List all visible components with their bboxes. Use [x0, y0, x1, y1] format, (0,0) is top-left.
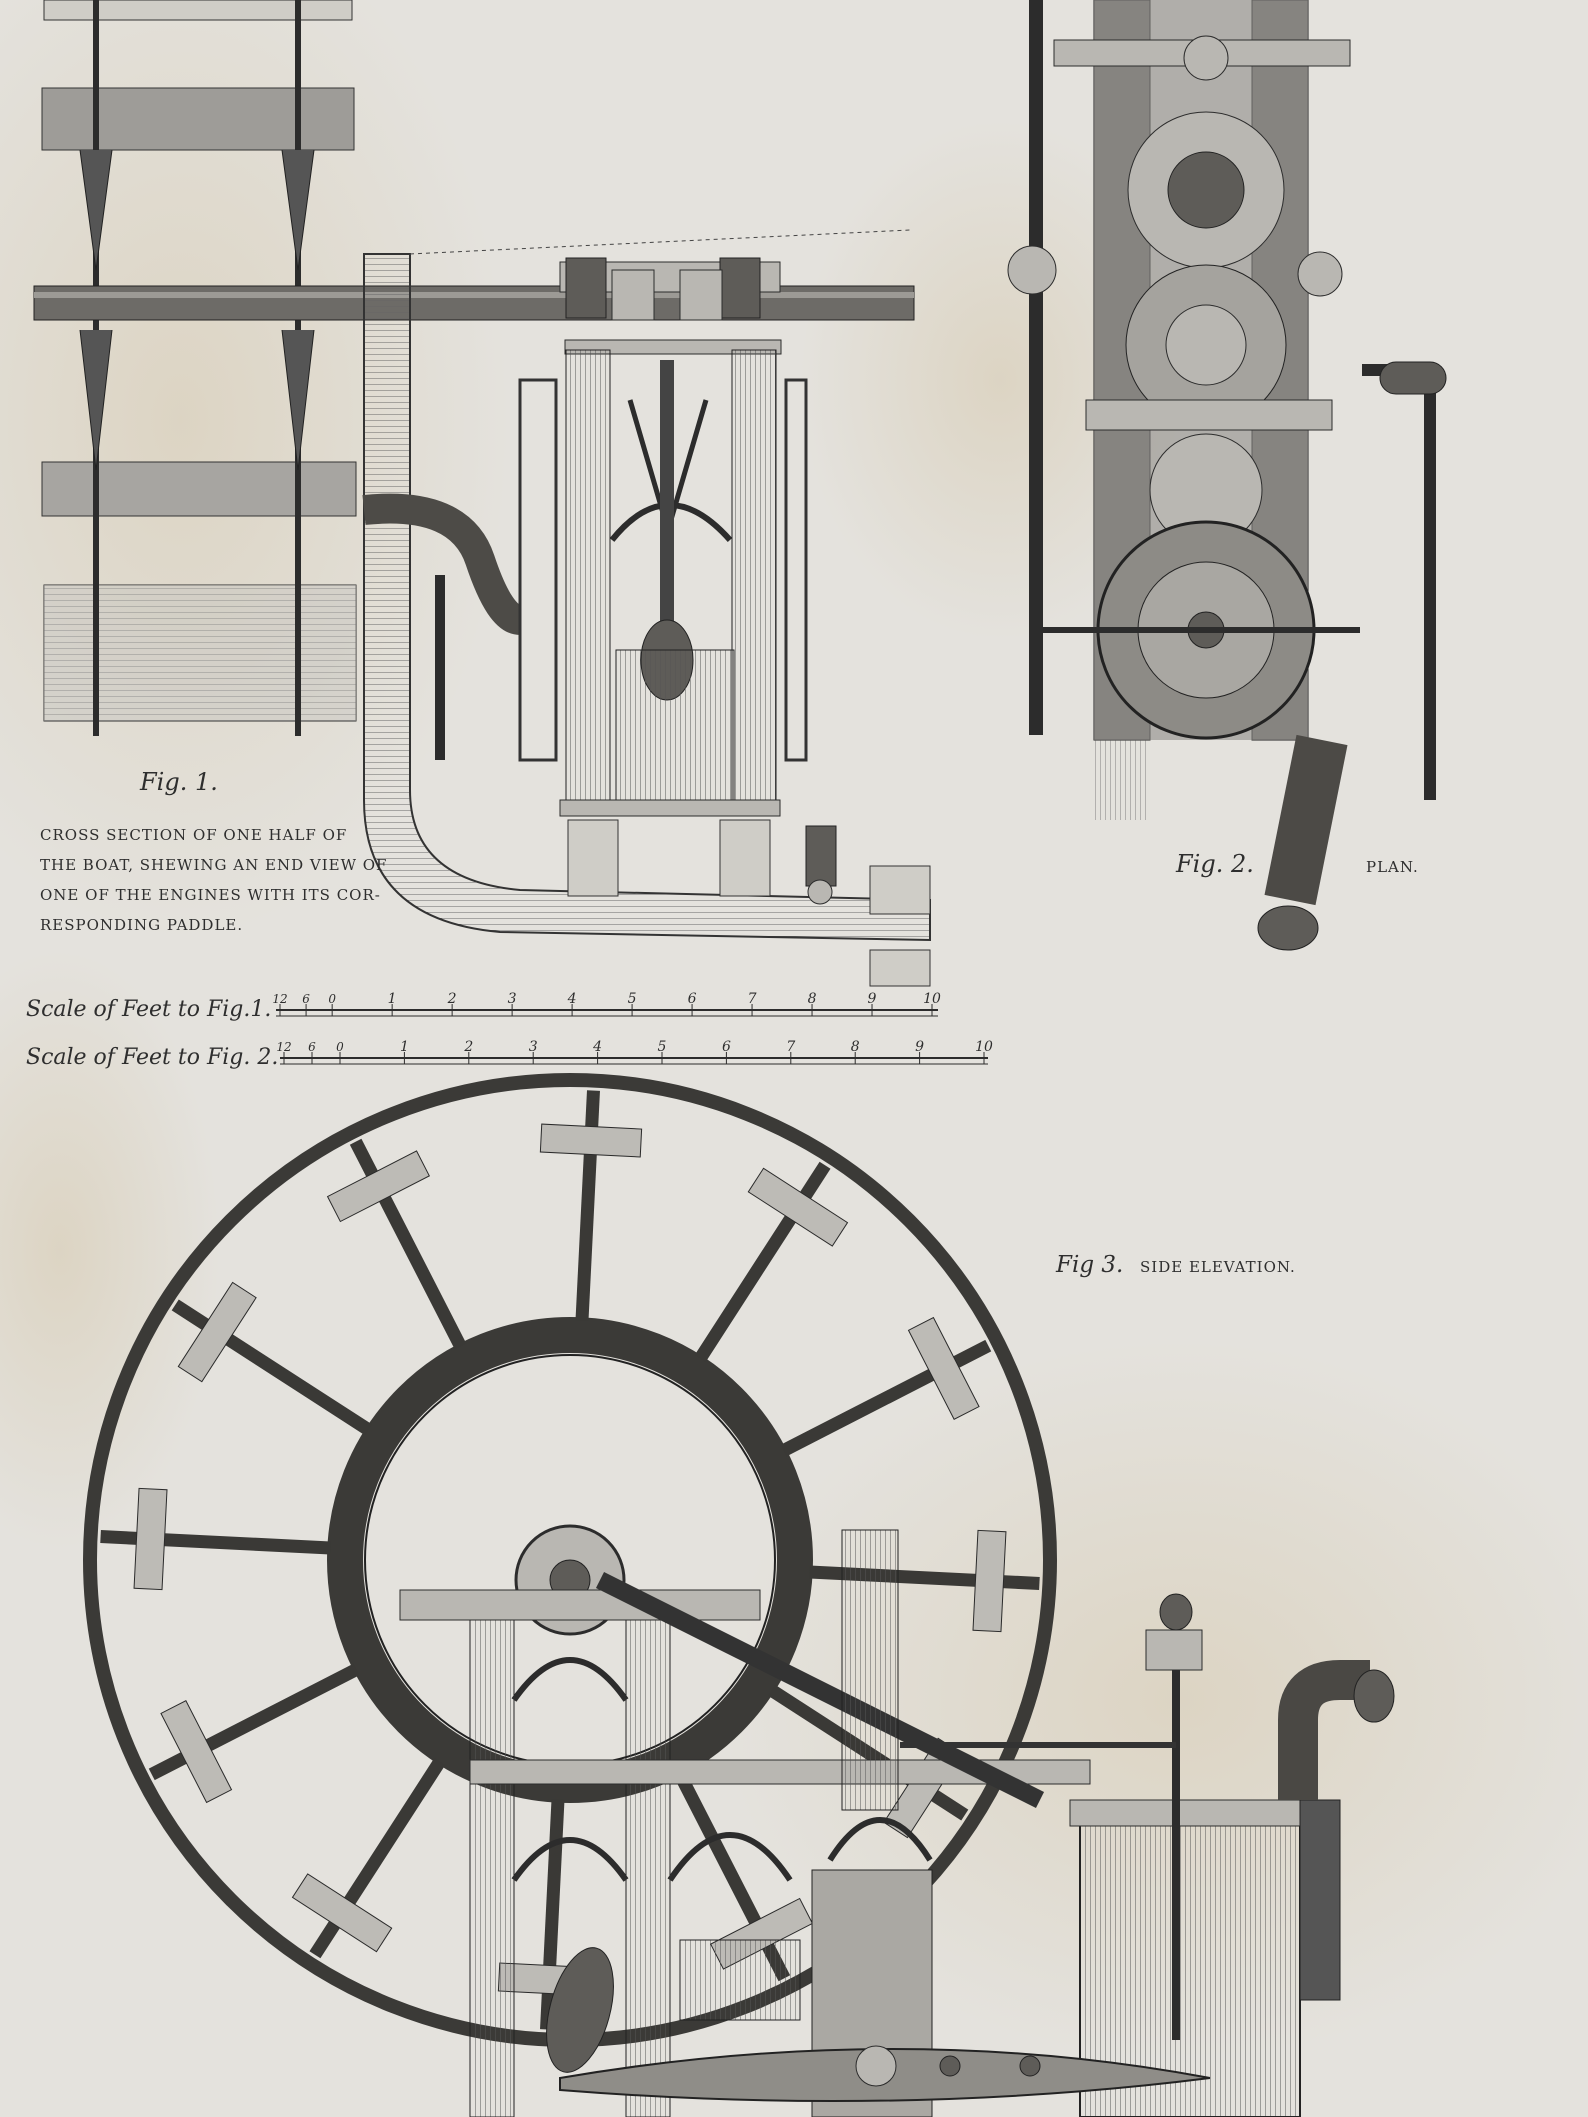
- fig1-caption-line: CROSS SECTION OF ONE HALF OF: [40, 826, 347, 844]
- scale-tick-label: 9: [868, 991, 877, 1007]
- scale-tick-label: 9: [915, 1039, 924, 1055]
- scale-tick-label: 4: [567, 991, 577, 1007]
- fig2-title: PLAN.: [1366, 858, 1419, 876]
- fig1-paddle-end-view: [33, 0, 915, 736]
- scale-tick-label: 4: [592, 1039, 602, 1055]
- fig3-title: SIDE ELEVATION.: [1140, 1258, 1296, 1276]
- fig1-hull-section: [362, 229, 931, 987]
- scale-tick-label: 8: [851, 1039, 860, 1055]
- scale-tick-label: 0: [328, 992, 336, 1006]
- wheel-float-board: [133, 1487, 168, 1591]
- wheel-float-board: [177, 1281, 257, 1383]
- scale-tick-label: 7: [748, 991, 757, 1007]
- wheel-float-board: [747, 1167, 849, 1247]
- scale-tick-label: 1: [400, 1039, 409, 1055]
- scale-fig2-label: Scale of Feet to Fig. 2.: [26, 1045, 278, 1070]
- wheel-float-board: [907, 1316, 980, 1420]
- scale-tick-label: 7: [786, 1039, 795, 1055]
- scale-tick-label: 3: [529, 1039, 538, 1055]
- wheel-float-board: [972, 1529, 1007, 1633]
- fig1-caption-line: THE BOAT, SHEWING AN END VIEW OF: [40, 856, 387, 874]
- fig1-label: Fig. 1.: [139, 768, 218, 796]
- wheel-float-board: [539, 1123, 643, 1158]
- fig1-caption-line: RESPONDING PADDLE.: [40, 916, 243, 934]
- water-stain: [0, 950, 220, 1550]
- fig2-label: Fig. 2.: [1175, 850, 1254, 878]
- scale-tick-label: 10: [975, 1039, 993, 1055]
- fig1-engine: [518, 257, 837, 905]
- scale-tick-label: 1: [388, 991, 397, 1007]
- scale-tick-label: 5: [628, 991, 637, 1007]
- wheel-float-board: [291, 1873, 393, 1953]
- fig2-plan-drawing: [1007, 0, 1447, 951]
- wheel-float-board: [326, 1150, 430, 1223]
- scale-tick-label: 10: [923, 991, 941, 1007]
- scale-fig1-label: Scale of Feet to Fig.1.: [26, 997, 271, 1022]
- fig3-paddle-wheel: [83, 1073, 1057, 2047]
- fig3-label: Fig 3.: [1055, 1252, 1123, 1278]
- scale-tick-label: 12: [272, 992, 287, 1006]
- fig3-engine-frame: [399, 1529, 1395, 2117]
- scale-tick-label: 6: [302, 992, 310, 1006]
- scale-tick-label: 12: [276, 1040, 291, 1054]
- fig1-caption-line: ONE OF THE ENGINES WITH ITS COR-: [40, 886, 381, 904]
- scale-tick-label: 0: [336, 1040, 344, 1054]
- scale-tick-label: 5: [658, 1039, 667, 1055]
- wheel-float-board: [160, 1700, 233, 1804]
- scale-tick-label: 6: [308, 1040, 316, 1054]
- scale-tick-label: 3: [508, 991, 517, 1007]
- scale-tick-label: 2: [463, 1039, 473, 1055]
- scale-tick-label: 6: [688, 991, 697, 1007]
- scale-tick-label: 6: [722, 1039, 731, 1055]
- scale-tick-label: 2: [447, 991, 457, 1007]
- scale-tick-label: 8: [808, 991, 817, 1007]
